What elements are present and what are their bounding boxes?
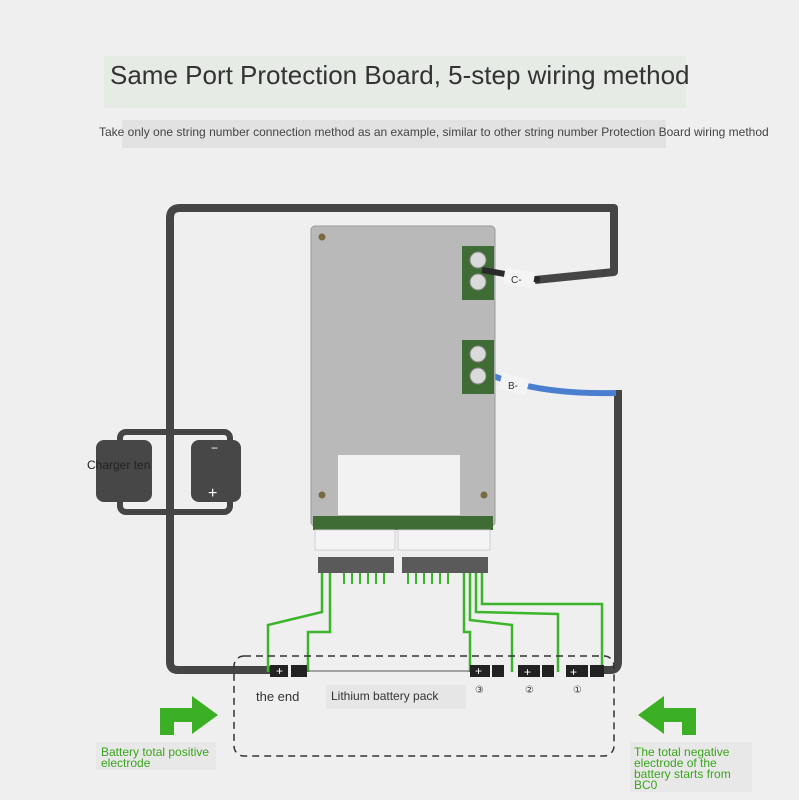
cell-2-neg: [542, 665, 554, 677]
positive-electrode-label: Battery total positive electrode: [101, 745, 210, 770]
cell-1: [566, 665, 588, 677]
subtitle-background: [122, 120, 666, 148]
mount-hole: [318, 491, 326, 499]
c-label-tag: [502, 267, 536, 289]
mount-hole: [480, 491, 488, 499]
negative-label-background: [630, 742, 752, 792]
pad-b-screw: [469, 367, 487, 385]
cell-end: [270, 665, 288, 677]
cell-marker: ③: [475, 685, 484, 696]
connector-right: [397, 529, 491, 551]
cell-3-neg: [492, 665, 504, 677]
plug-left: [318, 557, 394, 573]
charger-label: Charger ten: [87, 458, 151, 472]
board-sticker: [338, 455, 460, 515]
negative-arrow-icon: [638, 696, 696, 735]
b-label-tag: [498, 372, 530, 396]
cell-plus: +: [475, 664, 482, 678]
cell-end-neg: [291, 665, 307, 677]
connector-left: [314, 529, 396, 551]
pad-c-screw: [469, 251, 487, 269]
balance-wires: [266, 573, 604, 672]
pin-stubs: [343, 573, 449, 584]
plug-right: [402, 557, 488, 573]
pcb-strip: [313, 516, 493, 530]
title-background: [104, 56, 686, 108]
battery-negative-wire: [602, 390, 622, 674]
cell-2: [518, 665, 540, 677]
mount-hole: [318, 233, 326, 241]
pad-b-screw: [469, 345, 487, 363]
charger-negative-terminal: [96, 440, 152, 502]
cell-1-neg: [590, 665, 604, 677]
cell-marker: ①: [573, 685, 582, 696]
charger-negative-wire: [166, 204, 618, 674]
pad-c-screw: [469, 273, 487, 291]
charger-positive-terminal: [191, 440, 241, 502]
cell-plus: +: [524, 665, 531, 679]
positive-arrow-icon: [160, 696, 218, 735]
c-label: C-: [511, 275, 522, 286]
battery-pack-outline: [233, 655, 615, 757]
charger-pos-sign: +: [208, 485, 217, 502]
cell-3: [470, 665, 490, 677]
battery-pack-label: Lithium battery pack: [331, 689, 439, 703]
page-title: Same Port Protection Board, 5-step wirin…: [110, 60, 690, 90]
positive-label-background: [96, 742, 216, 770]
end-label: the end: [256, 689, 300, 704]
page-subtitle: Take only one string number connection m…: [99, 125, 769, 139]
cell-plus: +: [276, 664, 283, 678]
pack-label-background: [326, 685, 466, 709]
negative-electrode-label: The total negative electrode of the batt…: [634, 745, 731, 792]
cell-marker: ②: [525, 685, 534, 696]
cell-plus: +: [570, 665, 577, 679]
charger-neg-sign: −: [211, 441, 218, 455]
b-label: B-: [508, 381, 518, 392]
